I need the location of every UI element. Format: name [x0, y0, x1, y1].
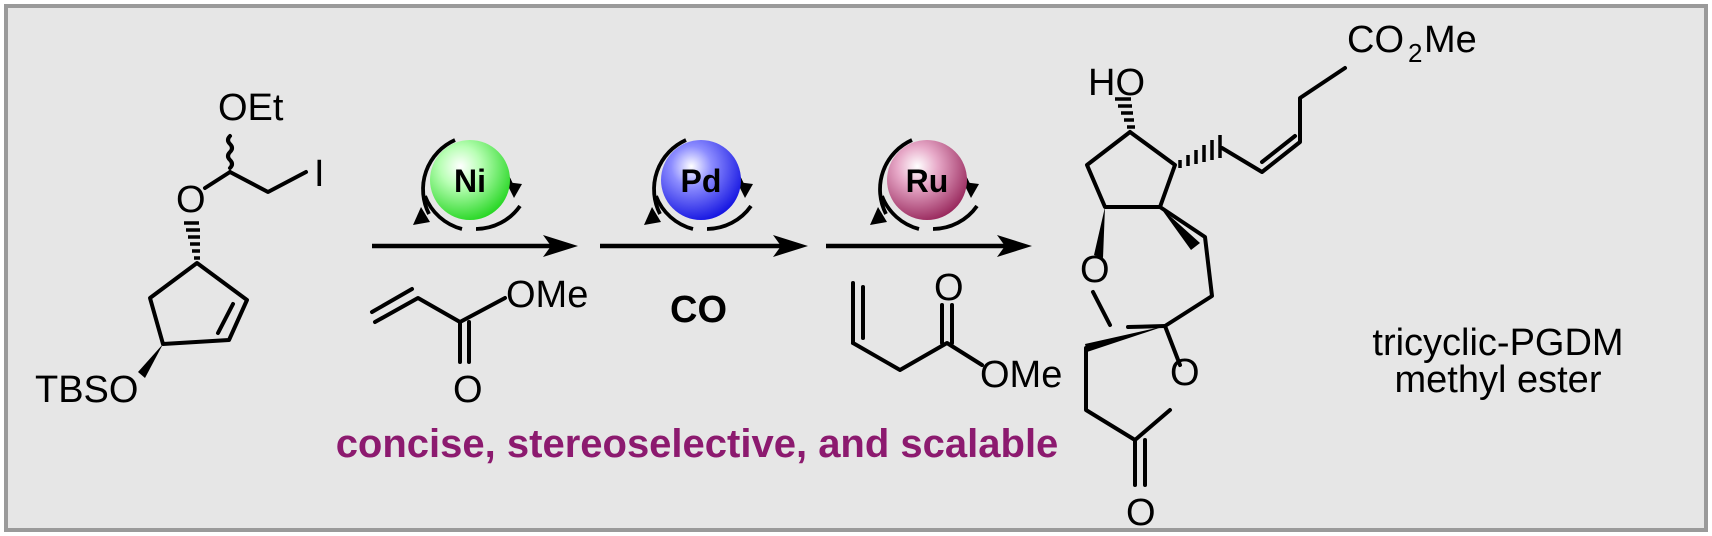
acrylate-label-o: O [453, 369, 483, 411]
ru-label: Ru [906, 163, 949, 199]
sm-wavy-bond [226, 134, 234, 170]
sm-label-oet: OEt [218, 87, 284, 129]
catalyst-ni: Ni [413, 138, 522, 231]
product-label-ho: HO [1088, 62, 1145, 104]
product-label-sub2: 2 [1408, 38, 1422, 68]
ni-label: Ni [454, 163, 486, 199]
sm-label-tbso: TBSO [35, 369, 138, 411]
sm-ring-bonds [148, 261, 249, 346]
step-arrows [372, 235, 1032, 257]
butenoate-label-o: O [934, 267, 964, 309]
catalyst-ru: Ru [870, 138, 979, 231]
sm-double-bond [216, 302, 235, 335]
reagent-methyl-acrylate: OMe O [370, 274, 588, 411]
product-label-o-ring: O [1080, 249, 1110, 291]
product-label-o-carbonyl: O [1126, 492, 1156, 534]
panel-background [4, 4, 1708, 532]
arrow-ni-head [543, 235, 578, 257]
acrylate-label-ome: OMe [506, 274, 588, 316]
pd-sphere [661, 140, 741, 220]
product-name-line1: tricyclic-PGDM [1372, 322, 1623, 364]
product-structure: HO CO 2 Me O O O [1080, 19, 1477, 534]
sm-label-i: I [314, 153, 325, 195]
arrow-ru-head [997, 235, 1032, 257]
product-name-line2: methyl ester [1395, 359, 1602, 401]
catalyst-pd: Pd [644, 138, 753, 231]
butenoate-label-ome: OMe [980, 354, 1062, 396]
sm-hashed-bond [184, 221, 200, 260]
sm-wedge-bond [138, 344, 163, 378]
product-label-me: Me [1424, 19, 1477, 61]
product-label-co: CO [1347, 19, 1404, 61]
tagline: concise, stereoselective, and scalable [336, 422, 1059, 466]
starting-material: OEt I O TBSO [35, 87, 325, 411]
ru-sphere [887, 140, 967, 220]
sm-chain-bonds [228, 170, 308, 194]
arrow-pd-head [773, 235, 808, 257]
product-label-o-lactone: O [1170, 352, 1200, 394]
ni-sphere [430, 140, 510, 220]
sm-label-o: O [176, 179, 206, 221]
reagent-methyl-butenoate: O OMe [851, 267, 1062, 396]
sm-ether-bond [203, 170, 232, 190]
pd-label: Pd [681, 163, 722, 199]
reagent-co: CO [670, 289, 727, 331]
